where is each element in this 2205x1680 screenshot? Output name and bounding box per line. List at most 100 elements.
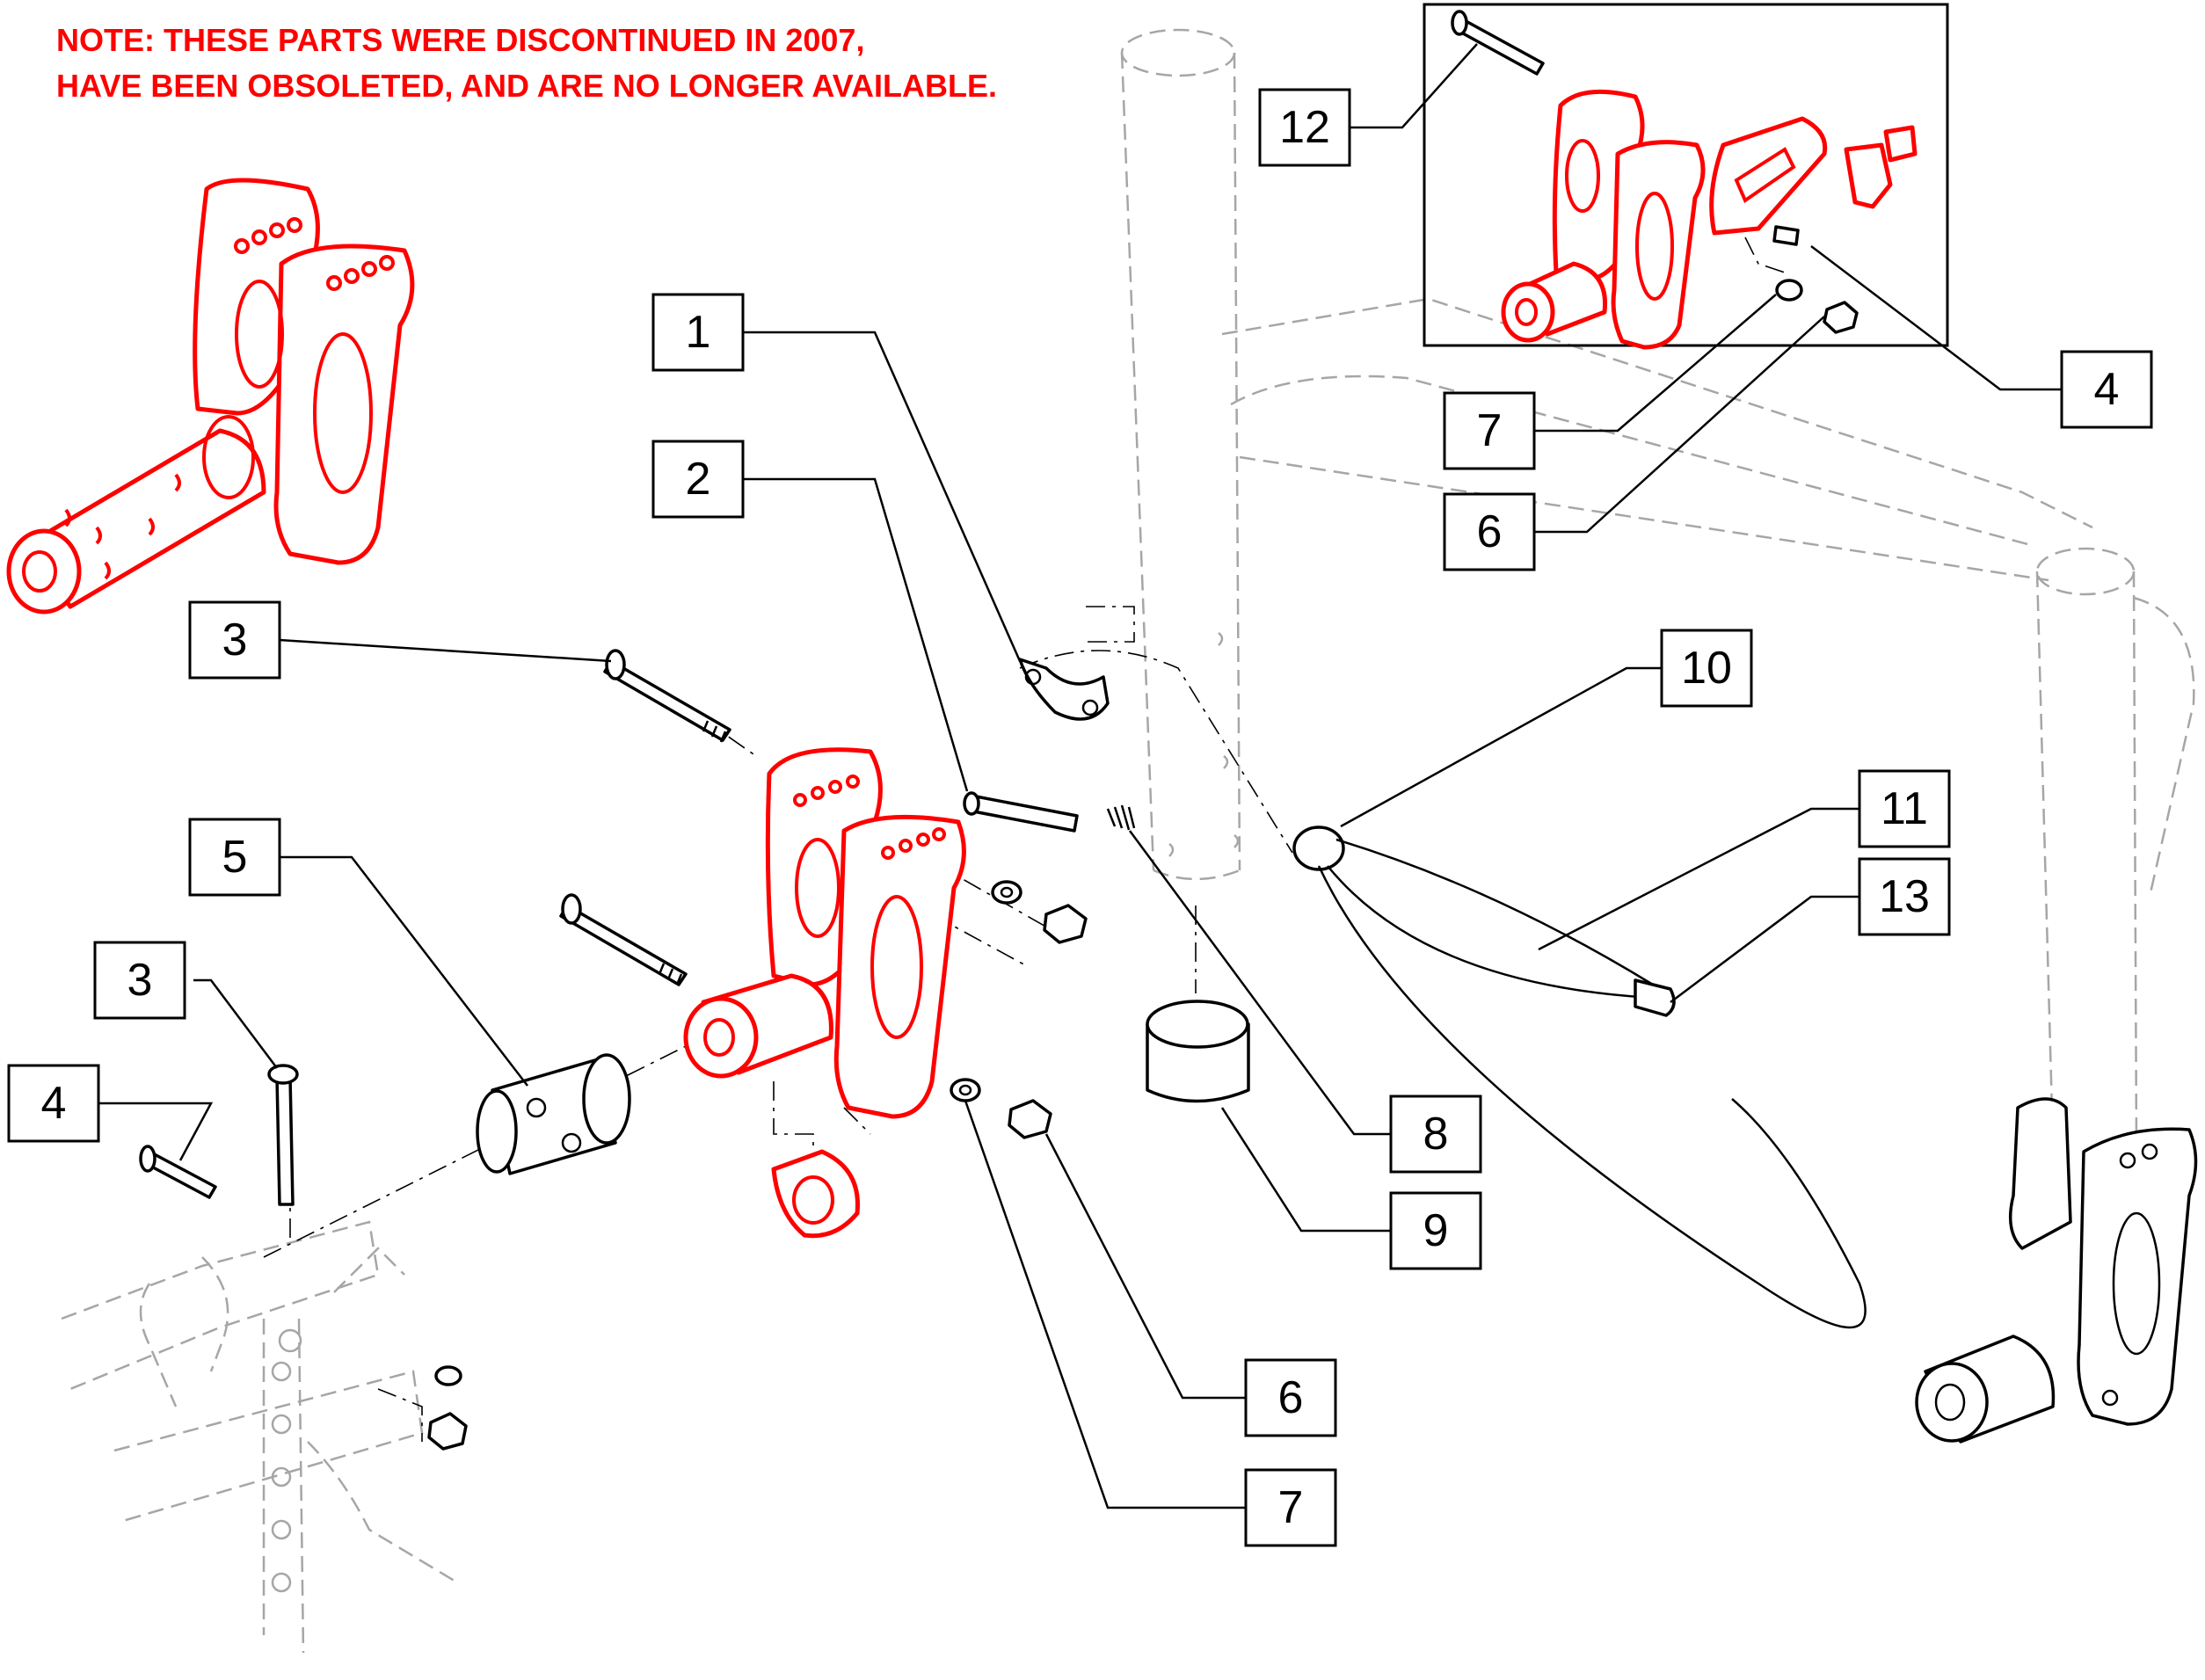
bolt-upper-head [605, 649, 626, 680]
callout-10: 10 [1660, 629, 1753, 708]
leader-3a [279, 638, 612, 663]
ghost-axle-tube [61, 1220, 380, 1391]
leader-2 [743, 477, 969, 792]
callout-13: 13 [1858, 857, 1951, 936]
inset-bracket-front-plate [1611, 140, 1706, 350]
ghost-rear-curve [2133, 596, 2195, 898]
ghost-post-bottom [1153, 869, 1241, 881]
svg-text:4: 4 [41, 1078, 67, 1129]
centerline-pin [1019, 650, 1293, 854]
hole-a4 [287, 217, 302, 233]
ghost-rear-post-top [2035, 547, 2136, 596]
inset-slot-front [1635, 192, 1674, 301]
rear-fork-shaft-end [1915, 1362, 1989, 1443]
c-hole-b4 [932, 827, 946, 841]
lanyard-clip [1634, 978, 1676, 1017]
leader-6a [1044, 1133, 1246, 1400]
bracket-center-shaft-bore [703, 1018, 735, 1057]
inset-centerline [1744, 236, 1786, 273]
discontinued-notice: NOTE: THESE PARTS WERE DISCONTINUED IN 2… [56, 22, 997, 104]
svg-text:4: 4 [2094, 364, 2120, 415]
hole-a3 [269, 222, 285, 238]
callout-9: 9 [1389, 1191, 1482, 1270]
callout-6-lower: 6 [1244, 1358, 1337, 1437]
leader-12 [1350, 43, 1478, 129]
post-cap-top [1146, 1000, 1249, 1049]
hardware-parts [139, 649, 2198, 1451]
bracket-large-slot-back [235, 280, 284, 389]
leader-9 [1220, 1107, 1391, 1233]
callout-4-upper: 4 [2060, 350, 2153, 429]
sleeve-hole-1 [526, 1097, 547, 1118]
centerline-axle [263, 1036, 704, 1258]
ghost-post-left [1120, 52, 1155, 871]
leader-6b [1534, 316, 1825, 534]
shaft-hole-2 [148, 517, 155, 536]
hole-b3 [361, 261, 377, 277]
callout-4-lower: 4 [7, 1064, 100, 1143]
ghost-rear-post-right [2132, 571, 2138, 1144]
inset-nut [1823, 301, 1859, 334]
svg-text:10: 10 [1681, 643, 1732, 694]
c-hole-a2 [811, 786, 825, 800]
svg-text:2: 2 [686, 454, 711, 505]
svg-text:6: 6 [1477, 506, 1503, 557]
svg-text:8: 8 [1423, 1109, 1449, 1160]
bolt-upper-thread [702, 720, 727, 743]
svg-text:7: 7 [1278, 1482, 1304, 1533]
ghost-bolt-hole-3 [271, 1466, 292, 1487]
bolt-vertical-shank [275, 1075, 295, 1206]
inset-frame [1423, 3, 1949, 347]
ghost-rail-middle [1230, 375, 2032, 547]
svg-text:3: 3 [127, 955, 153, 1006]
ghost-hole-2 [1223, 755, 1229, 769]
centerline-lock-2 [843, 1107, 871, 1135]
red-lock-knob-face [792, 1175, 834, 1225]
inset-lock-lever [1883, 125, 1918, 163]
lanyard-cord [1327, 838, 1654, 1000]
ghost-hole-4 [1168, 843, 1175, 857]
ghost-plate-right [297, 1318, 305, 1654]
washer-upper-hole [1000, 886, 1014, 898]
inset-washer [1775, 279, 1803, 302]
sleeve-hole-2 [561, 1132, 582, 1153]
red-hanger-bracket-large [6, 178, 415, 615]
washer-upper [991, 880, 1022, 905]
leader-4a [97, 1102, 214, 1161]
release-pin [967, 794, 1079, 833]
rear-fork-hole-3 [2101, 1389, 2119, 1407]
centerline-bracket [1086, 606, 1135, 643]
ghost-post-right [1233, 52, 1241, 871]
ghost-lower-curve [307, 1441, 458, 1584]
red-hanger-bracket-center [683, 747, 966, 1239]
leader-11 [1538, 807, 1859, 951]
leader-lines [97, 43, 2062, 1509]
ghost-frame [61, 28, 2195, 1654]
pull-ring [1292, 825, 1345, 871]
leader-7b [1534, 294, 1777, 433]
inset-lock-plate [1709, 116, 1828, 236]
svg-text:9: 9 [1423, 1205, 1449, 1256]
c-hole-a3 [828, 780, 842, 794]
ghost-rail-lower [1239, 455, 2049, 582]
inset-slot-back [1565, 139, 1600, 213]
shaft-hole-4 [174, 473, 181, 492]
bolt-small-head [139, 1145, 156, 1173]
callout-2: 2 [651, 440, 745, 519]
nut-ghost [427, 1412, 468, 1451]
inset-bracket-shaft-end [1501, 281, 1555, 343]
ghost-clamp-1 [139, 1283, 178, 1407]
bracket-large-slot-front [313, 332, 373, 494]
callout-6-upper: 6 [1443, 492, 1536, 571]
callouts: 1 2 3 5 3 4 12 4 [7, 88, 2153, 1547]
hole-a1 [234, 238, 250, 254]
shaft-hole-3 [104, 561, 111, 580]
leader-10 [1340, 666, 1662, 828]
callout-8: 8 [1389, 1095, 1482, 1174]
svg-text:11: 11 [1881, 783, 1928, 834]
leader-7a [964, 1100, 1246, 1509]
washer-lower-hole [958, 1084, 972, 1096]
c-hole-a1 [793, 793, 807, 807]
notice-line-1: NOTE: THESE PARTS WERE DISCONTINUED IN 2… [56, 22, 864, 58]
